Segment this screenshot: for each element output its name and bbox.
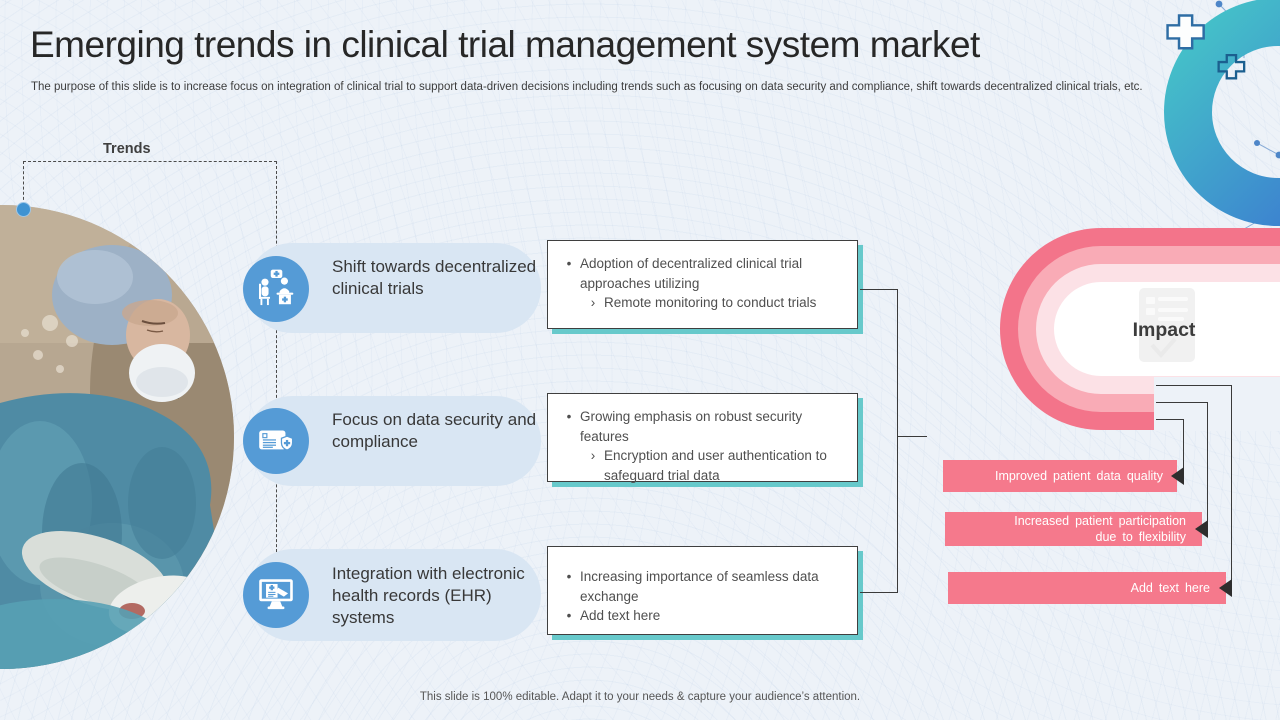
trend-title: Focus on data security and compliance [332, 410, 537, 451]
trend-detail-box: • Adoption of decentralized clinical tria… [547, 240, 858, 329]
trend-detail-box: • Increasing importance of seamless data … [547, 546, 858, 635]
trend-icon-circle [243, 408, 309, 474]
bar-arrow-icon [1171, 467, 1184, 485]
trend-title: Shift towards decentralized clinical tri… [332, 257, 537, 298]
trends-bracket-line [276, 161, 277, 562]
secure-record-shield-icon [259, 430, 294, 451]
trends-group-label: Trends [103, 141, 151, 157]
bullet-marker: • [566, 569, 572, 584]
impact-label: Impact [1132, 319, 1196, 341]
connector-line [1206, 402, 1208, 524]
impact-bar: Improved patient data quality [943, 460, 1177, 492]
medical-plus-icon [1166, 14, 1205, 50]
medical-plus-icon [1217, 53, 1246, 80]
bullet-text: Add text here [580, 608, 661, 623]
bullet-marker: › [590, 448, 596, 463]
bullet-text: Adoption of decentralized clinical trial… [580, 256, 803, 291]
bullet-marker: • [566, 256, 572, 271]
connector-line [1156, 419, 1184, 421]
ehr-monitor-icon [259, 579, 293, 610]
surgeon-photo [0, 205, 234, 669]
page-title: Emerging trends in clinical trial manage… [30, 24, 980, 65]
trend-icon-circle [243, 256, 309, 322]
connector-line [860, 289, 898, 291]
impact-bar: Add text here [948, 572, 1226, 604]
bullet-text: Encryption and user authentication to sa… [604, 448, 827, 483]
trends-bracket-line [23, 161, 24, 205]
trend-icon-circle [243, 562, 309, 628]
connector-line [1182, 419, 1184, 473]
trend-title: Integration with electronic health recor… [332, 564, 525, 627]
bullet-text: Increasing importance of seamless data e… [580, 569, 819, 604]
connector-line [1156, 385, 1232, 387]
connector-line [1230, 385, 1232, 583]
bullet-text: Remote monitoring to conduct trials [604, 295, 817, 310]
page-subtitle: The purpose of this slide is to increase… [31, 81, 1143, 93]
footer-note: This slide is 100% editable. Adapt it to… [419, 691, 861, 703]
connector-line [1156, 402, 1208, 404]
bullet-marker: › [590, 295, 596, 310]
bar-arrow-icon [1219, 579, 1232, 597]
doctor-patient-desk-icon [258, 269, 294, 306]
bullet-text: Growing emphasis on robust security feat… [580, 409, 803, 444]
arc-ring-decoration [1164, 0, 1280, 226]
bullet-marker: • [566, 409, 572, 424]
connector-line [897, 436, 927, 438]
impact-bar: Increased patient participation due to f… [945, 512, 1202, 546]
bullet-marker: • [566, 608, 572, 623]
bracket-end-dot [16, 202, 31, 217]
impact-doc-icon [1139, 288, 1195, 362]
bar-arrow-icon [1195, 520, 1208, 538]
connector-line [860, 592, 898, 594]
trends-bracket-line [23, 161, 277, 162]
trend-detail-box: • Growing emphasis on robust security fea… [547, 393, 858, 483]
connector-line [897, 289, 899, 593]
